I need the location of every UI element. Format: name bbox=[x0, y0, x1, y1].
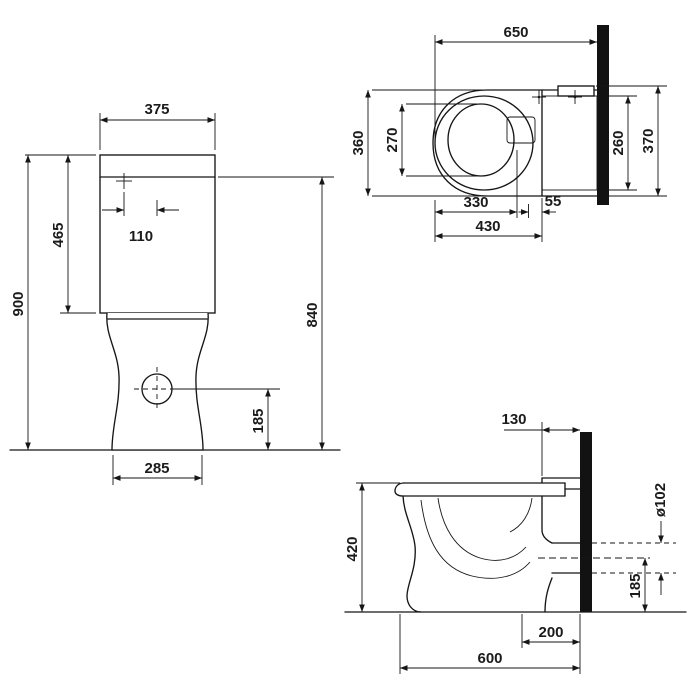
dim-label-side-outlet-wall-distance: 200 bbox=[538, 624, 563, 641]
side-trap-curve-outer bbox=[420, 499, 531, 579]
dim-label-front-drain-height: 185 bbox=[250, 408, 267, 433]
top-wall-section bbox=[597, 25, 609, 205]
top-view: 650 360 270 330 55 430 260 370 bbox=[350, 24, 667, 242]
dim-label-front-base-width: 285 bbox=[144, 460, 169, 477]
front-bowl-outline bbox=[106, 312, 209, 451]
side-trap-curve-inner bbox=[437, 497, 527, 561]
dim-label-top-bowl-inner-length: 330 bbox=[463, 194, 488, 211]
dim-label-front-tank-width: 375 bbox=[144, 101, 169, 118]
dim-label-side-outlet-center-height: 185 bbox=[627, 573, 644, 598]
dim-label-top-bowl-inner-width: 270 bbox=[384, 127, 401, 152]
dim-label-front-button-offset: 110 bbox=[129, 228, 153, 245]
top-flush-actuator bbox=[557, 85, 595, 97]
dim-label-side-outlet-diameter: ø102 bbox=[652, 483, 669, 517]
front-view: 375 465 110 900 840 185 285 bbox=[9, 101, 341, 485]
fixing-point-marker-icon bbox=[532, 90, 546, 104]
dim-label-side-total-depth: 600 bbox=[477, 650, 502, 667]
side-view: 130 420 ø102 185 200 600 bbox=[344, 411, 687, 674]
dim-label-top-width-with-actuator: 370 bbox=[640, 128, 657, 153]
dim-label-front-total-height: 900 bbox=[10, 291, 27, 316]
side-wall-section bbox=[580, 432, 592, 612]
side-bowl-back bbox=[541, 495, 553, 544]
dim-label-top-hinge-gap: 55 bbox=[545, 193, 562, 210]
top-bowl-inner bbox=[447, 103, 515, 177]
dim-label-front-tank-height: 465 bbox=[50, 222, 67, 247]
front-tank-outline bbox=[99, 154, 216, 314]
side-base-back bbox=[544, 577, 553, 613]
dim-label-top-ceramic-length: 430 bbox=[475, 218, 500, 235]
dim-label-side-tank-depth: 130 bbox=[501, 411, 526, 428]
dim-label-top-total-width: 360 bbox=[350, 130, 367, 155]
dim-label-side-bowl-height: 420 bbox=[344, 536, 361, 561]
flush-button-cross-icon bbox=[116, 173, 132, 189]
fixing-point-marker-icon bbox=[568, 90, 582, 104]
side-bowl-interior-back bbox=[509, 497, 533, 533]
side-bowl-front bbox=[402, 495, 422, 613]
dim-label-top-total-depth: 650 bbox=[503, 24, 528, 41]
side-seat-nose bbox=[394, 482, 405, 497]
dim-label-front-lid-height: 840 bbox=[304, 302, 321, 327]
dim-label-top-tank-width: 260 bbox=[610, 130, 627, 155]
top-valve-detail bbox=[506, 116, 536, 144]
